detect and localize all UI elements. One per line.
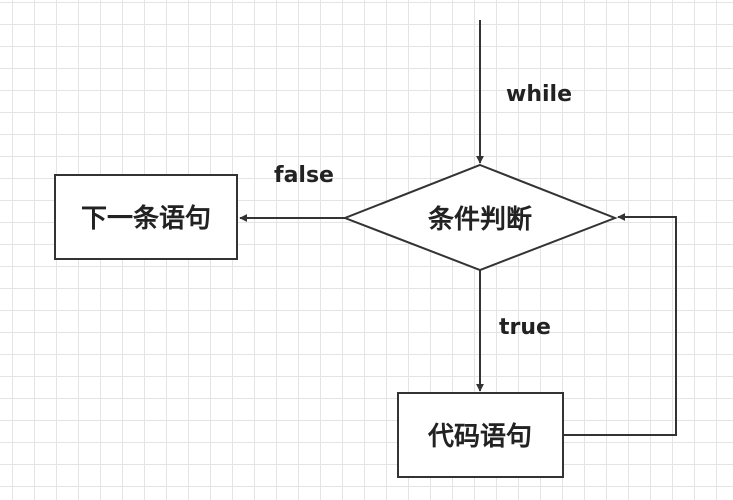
condition-label: 条件判断	[428, 204, 532, 235]
next-statement-box[interactable]	[54, 174, 238, 260]
while-label: while	[506, 82, 572, 107]
next-statement-label: 下一条语句	[81, 204, 211, 234]
code-statement-label: 代码语句	[427, 422, 532, 452]
code-statement-box[interactable]	[397, 392, 564, 478]
true-label: true	[499, 315, 551, 340]
loop-back-arrow	[563, 213, 677, 436]
false-label: false	[274, 163, 334, 188]
